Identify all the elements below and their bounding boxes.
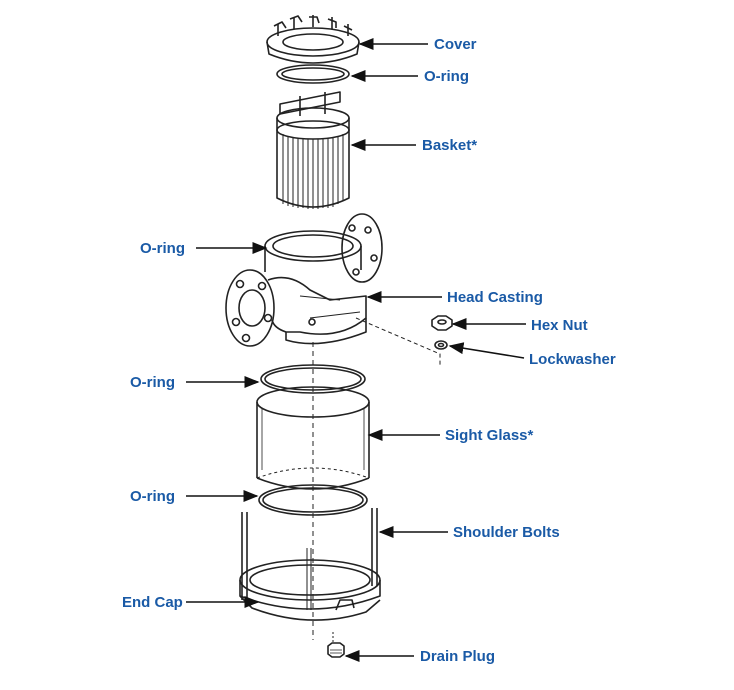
label-lockwasher: Lockwasher [529, 351, 616, 368]
cover-part [266, 15, 360, 64]
upper-glass-oring-part [260, 364, 366, 394]
label-oring-lower-glass: O-ring [130, 488, 175, 505]
label-cover: Cover [434, 36, 477, 53]
lower-glass-oring-part [258, 484, 368, 516]
label-head-casting: Head Casting [447, 289, 543, 306]
basket-part [276, 91, 350, 209]
drain-plug-part [327, 632, 345, 658]
label-oring-head: O-ring [140, 240, 185, 257]
label-drain-plug: Drain Plug [420, 648, 495, 665]
label-oring-top: O-ring [424, 68, 469, 85]
end-cap-part [239, 559, 381, 621]
head-casting-part [225, 213, 441, 366]
label-hex-nut: Hex Nut [531, 317, 588, 334]
hex-nut-part [431, 315, 453, 331]
label-oring-upper-glass: O-ring [130, 374, 175, 391]
label-shoulder-bolts: Shoulder Bolts [453, 524, 560, 541]
label-end-cap: End Cap [122, 594, 183, 611]
top-oring-part [276, 64, 350, 84]
label-basket: Basket* [422, 137, 477, 154]
sight-glass-part [256, 386, 370, 490]
lockwasher-part [434, 340, 448, 350]
label-sight-glass: Sight Glass* [445, 427, 534, 444]
arrow-lockwasher [448, 342, 525, 359]
